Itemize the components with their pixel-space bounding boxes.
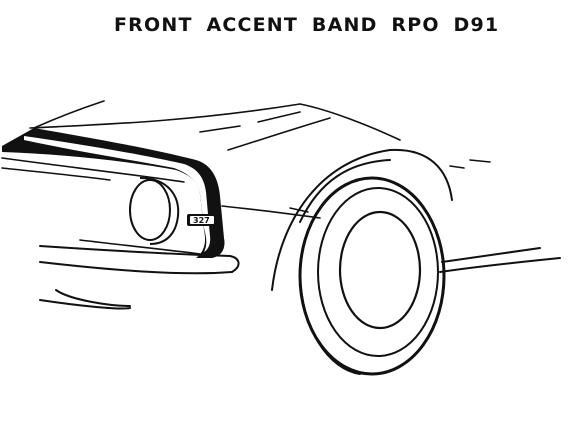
wheel-arch-inner: [299, 159, 391, 223]
badge-inner: [190, 216, 214, 224]
rocker-line-lower: [439, 257, 561, 273]
accent-band: [2, 128, 225, 258]
bumper-top: [39, 245, 240, 273]
valance-line: [55, 289, 131, 307]
valance-lower: [39, 299, 131, 310]
front-body-lines: [1, 157, 321, 255]
engine-badge: 327: [187, 214, 217, 226]
wheel-arch: [271, 148, 561, 291]
grille-side-line: [1, 167, 111, 181]
hood-lines: [29, 100, 491, 169]
bumper-bottom: [39, 261, 233, 275]
accent-band-inner-white: [24, 136, 211, 252]
cowl-line: [227, 117, 331, 151]
wheel: [298, 176, 446, 376]
headlight: [129, 177, 180, 245]
bumper: [39, 245, 240, 310]
lower-body-line: [79, 239, 201, 255]
hood-mid-dash-2: [257, 111, 301, 123]
wheel-rim: [338, 210, 422, 330]
fender-dash: [469, 159, 491, 163]
hood-mid-dash-1: [199, 125, 241, 133]
badge-label: 327: [193, 216, 210, 225]
accent-band-stripe: [2, 128, 225, 258]
headlight-bezel: [139, 177, 180, 245]
headlight-lens: [129, 179, 171, 241]
fender-dash-2: [449, 165, 465, 169]
hood-back-line: [29, 103, 301, 129]
tire-outer: [298, 176, 446, 376]
tire-sidewall: [317, 187, 439, 357]
fender-top-line: [299, 103, 401, 141]
wheel-arch-outer: [271, 148, 453, 291]
fender-side-line: [221, 205, 321, 219]
grille-top-line: [1, 157, 185, 183]
hood-front-edge: [33, 100, 105, 129]
page-title: FRONT ACCENT BAND RPO D91: [114, 14, 500, 36]
rocker-line: [441, 247, 541, 263]
tire-tread-edge: [299, 269, 361, 375]
